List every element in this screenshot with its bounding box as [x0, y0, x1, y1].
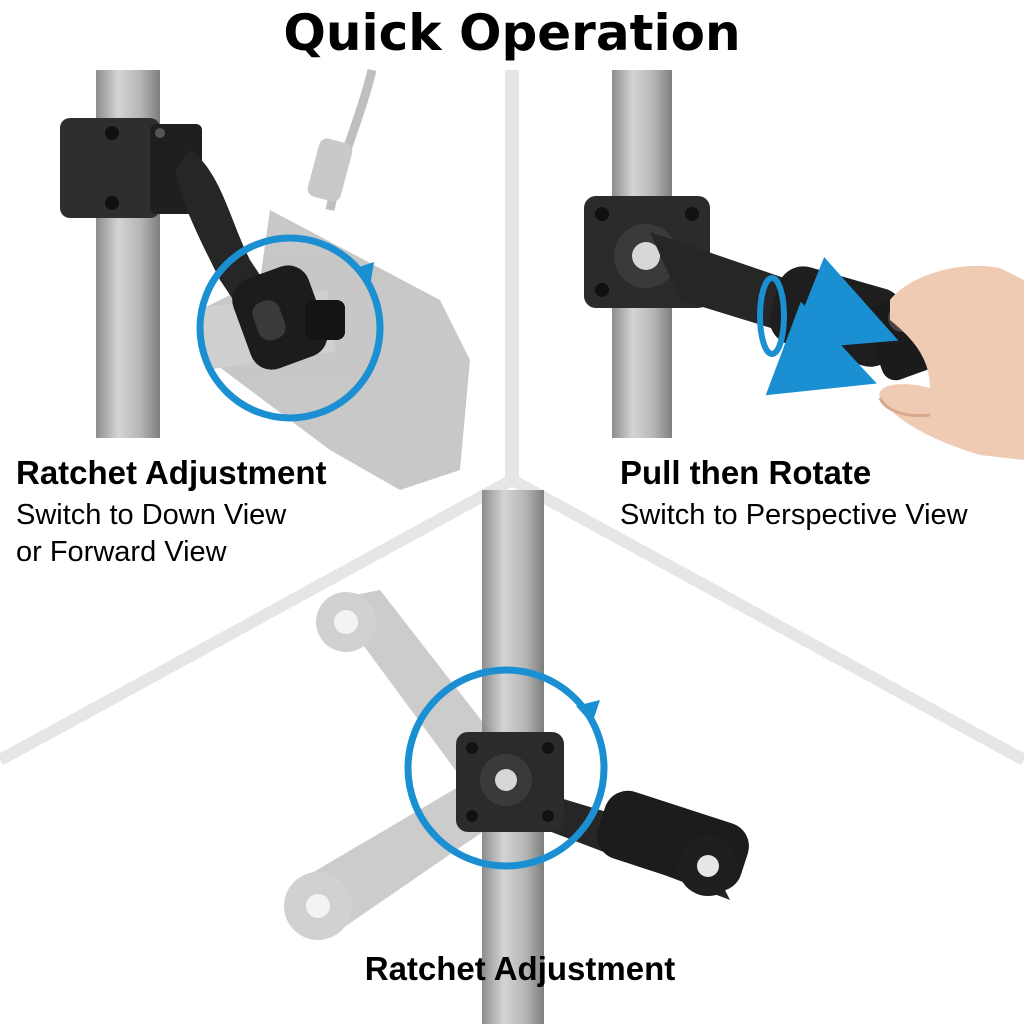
hand — [879, 265, 1024, 460]
caption-line: or Forward View — [16, 536, 227, 568]
rotation-indicator — [404, 666, 608, 870]
caption-heading: Ratchet Adjustment — [364, 950, 676, 987]
caption-ratchet-down: Ratchet Adjustment Switch to Down View o… — [16, 456, 326, 567]
caption-line: Switch to Perspective View — [620, 499, 968, 531]
caption-heading: Ratchet Adjustment — [16, 454, 327, 491]
rotation-arrow-head — [576, 700, 600, 724]
pull-arrow-bottom — [765, 301, 877, 396]
panel-dividers — [0, 70, 1024, 766]
arm-ghost-lower — [284, 780, 500, 940]
ratchet-rotation-illustration — [284, 490, 749, 1024]
caption-pull-rotate: Pull then Rotate Switch to Perspective V… — [620, 456, 968, 530]
caption-line: Switch to Down View — [16, 499, 287, 531]
ratchet-down-view-illustration — [60, 68, 470, 490]
cable-ferrite — [307, 138, 353, 202]
caption-ratchet-bottom: Ratchet Adjustment — [0, 952, 1024, 985]
caption-heading: Pull then Rotate — [620, 454, 872, 491]
pull-rotate-illustration — [584, 70, 1024, 460]
page-title: Quick Operation — [283, 4, 741, 62]
rotation-indicator — [196, 234, 384, 422]
rotation-arrow-head — [356, 262, 374, 286]
